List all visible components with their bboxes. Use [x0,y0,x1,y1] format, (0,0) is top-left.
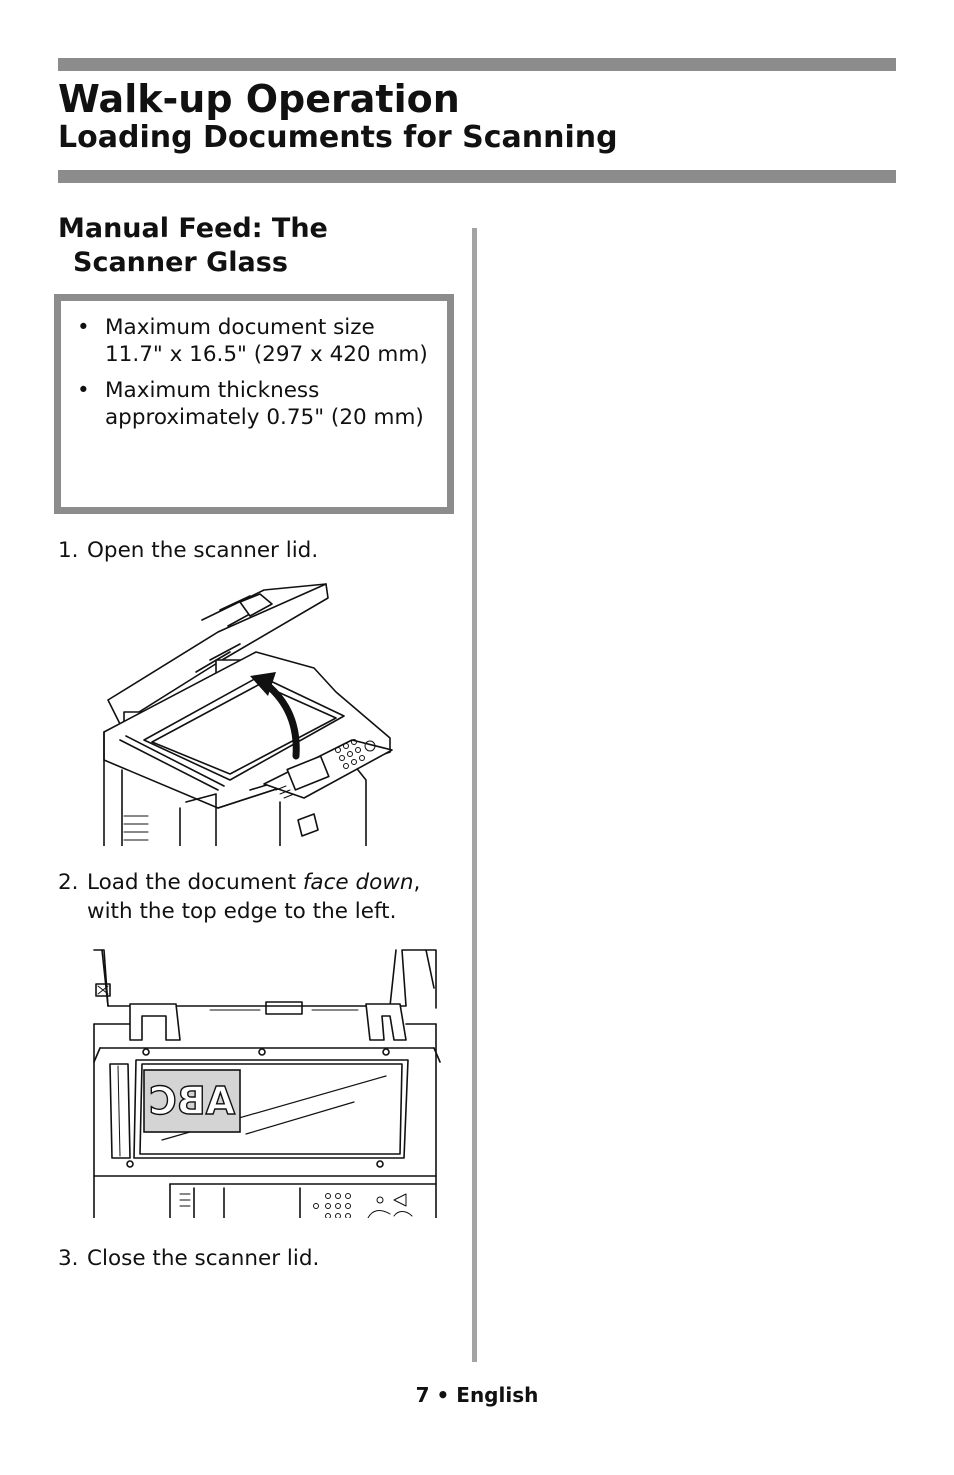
document-face-down-illustration: ABC [93,949,441,1218]
step-2: 2. Load the document face down, with the … [58,868,420,926]
section-heading: Manual Feed: The Scanner Glass [58,212,328,280]
step-text-after: , [413,870,421,895]
step-3: 3. Close the scanner lid. [58,1244,319,1273]
specs-note-box: • Maximum document size 11.7" x 16.5" (2… [54,294,454,514]
page-title: Walk-up Operation [58,77,460,121]
column-divider [472,228,477,1362]
step-text: Close the scanner lid. [87,1246,320,1271]
bullet-icon: • [77,315,90,340]
step-text: Load the document [87,870,303,895]
header-rule-bottom [58,170,896,183]
document-mirror-label: ABC [149,1079,235,1123]
specs-list: • Maximum document size 11.7" x 16.5" (2… [71,315,431,441]
step-number: 2. [58,870,79,895]
list-item-text: Maximum document size 11.7" x 16.5" (297… [105,315,428,367]
section-heading-line1: Manual Feed: The [58,213,328,244]
list-item-text: Maximum thickness approximately 0.75" (2… [105,378,424,430]
step-text: Open the scanner lid. [87,538,319,563]
footer-separator: • [436,1383,450,1407]
list-item: • Maximum document size 11.7" x 16.5" (2… [71,315,431,368]
header-rule-top [58,58,896,71]
page-number: 7 [415,1383,430,1407]
step-number: 3. [58,1246,79,1271]
page-footer: 7 • English [0,1381,954,1409]
step-emphasis: face down [302,870,414,895]
step-1: 1. Open the scanner lid. [58,536,318,565]
page-subtitle: Loading Documents for Scanning [58,120,618,155]
section-heading-line2: Scanner Glass [73,247,288,278]
step-number: 1. [58,538,79,563]
step-text-line2: with the top edge to the left. [87,899,397,924]
bullet-icon: • [77,378,90,403]
footer-language: English [456,1383,539,1407]
scanner-lid-open-illustration [103,583,393,846]
list-item: • Maximum thickness approximately 0.75" … [71,378,431,431]
